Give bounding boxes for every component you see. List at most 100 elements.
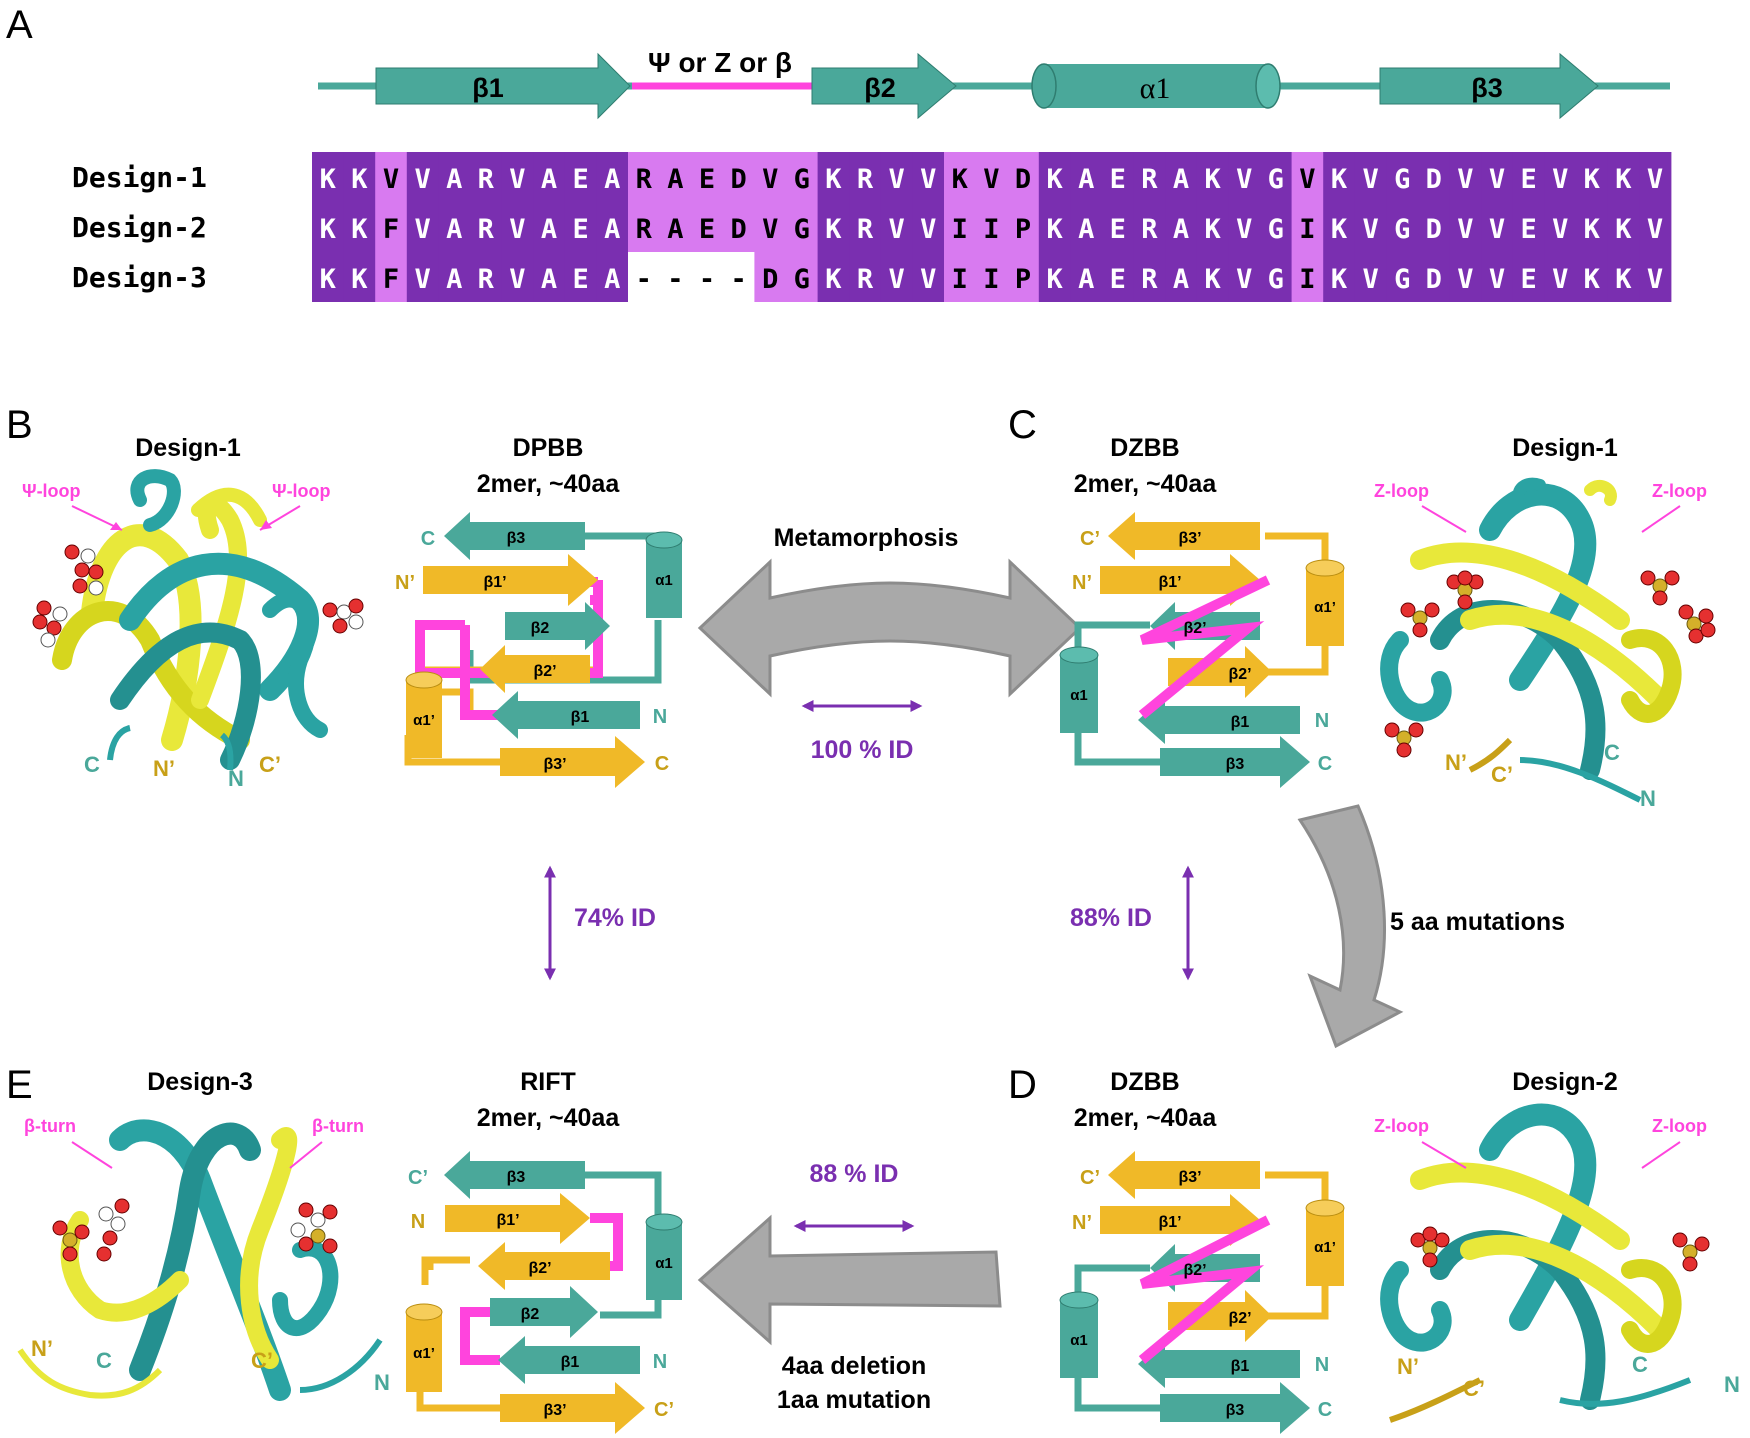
metamorphosis-arrow — [697, 558, 1083, 698]
alignment-cell — [533, 152, 566, 202]
alignment-residue: V — [1457, 164, 1473, 195]
alignment-cell — [1260, 152, 1293, 202]
topo-d-beta2pb — [1168, 1290, 1272, 1342]
alignment-cell — [1291, 252, 1324, 302]
alignment-residue: I — [983, 214, 999, 245]
alignment-cell — [1354, 152, 1387, 202]
alignment-cell — [628, 202, 661, 252]
alignment-cell — [944, 152, 977, 202]
design-title-b: Design-1 — [135, 434, 241, 462]
alignment-residue: K — [1584, 164, 1601, 195]
alignment-cell — [501, 202, 534, 252]
alignment-residue: K — [320, 214, 337, 245]
terminus-c-b: C — [84, 752, 100, 777]
topo-c-alpha1p — [1305, 559, 1345, 646]
alignment-cell — [1260, 252, 1293, 302]
alignment-residue: V — [1362, 264, 1378, 295]
alignment-residue: V — [1552, 214, 1568, 245]
topo-b-alpha1p-label: α1’ — [413, 712, 435, 729]
alignment-row-name: Design-2 — [72, 211, 207, 244]
alignment-residue: R — [478, 214, 495, 245]
terminus-n-e: N — [374, 1370, 390, 1395]
alignment-cell — [1165, 252, 1198, 302]
topology-title-e: RIFT — [520, 1068, 576, 1096]
topo-b-alpha1 — [645, 531, 683, 618]
alignment-cell — [1418, 252, 1451, 302]
alignment-residue: A — [446, 264, 462, 295]
alignment-residue: K — [1331, 214, 1348, 245]
alignment-cell — [817, 152, 850, 202]
alignment-residue: D — [1426, 214, 1442, 245]
alignment-residue: V — [1362, 164, 1378, 195]
psi-loop-label-left: Ψ-loop — [22, 481, 81, 501]
topo-c-beta3p — [1108, 512, 1260, 560]
alignment-cell — [849, 252, 882, 302]
z-loop-label-left-c: Z-loop — [1374, 481, 1429, 501]
topo-e-beta2p — [478, 1242, 610, 1290]
alignment-residue: E — [572, 214, 588, 245]
beta3-arrow — [1379, 52, 1599, 120]
topo-d-beta1 — [1138, 1340, 1300, 1388]
alignment-cell — [975, 152, 1008, 202]
alignment-residue: V — [888, 264, 904, 295]
alignment-residue: V — [1647, 164, 1663, 195]
alignment-residue: A — [1173, 214, 1189, 245]
topo-c-alpha1-label: α1 — [1070, 687, 1088, 704]
terminus-c-e: C — [96, 1348, 112, 1373]
alignment-cell — [438, 252, 471, 302]
topo-e-alpha1p-label: α1’ — [413, 1345, 435, 1362]
alignment-residue: V — [762, 214, 778, 245]
alignment-cell — [1070, 202, 1103, 252]
topo-e-cprime-top: C’ — [408, 1167, 428, 1189]
alignment-residue: E — [1110, 264, 1126, 295]
alignment-residue: P — [1015, 214, 1031, 245]
topo-d-zloop — [1138, 1215, 1271, 1364]
terminus-n-c: N — [1640, 786, 1656, 811]
alignment-cell — [1102, 152, 1135, 202]
alignment-residue: V — [762, 164, 778, 195]
topo-d-n: N — [1315, 1354, 1329, 1376]
alignment-residue: F — [383, 264, 399, 295]
topo-b-beta3p-label: β3’ — [543, 756, 566, 773]
alignment-residue: R — [857, 264, 874, 295]
topo-e-beta1-label: β1 — [561, 1354, 580, 1371]
alignment-cell — [880, 152, 913, 202]
alignment-cell — [849, 202, 882, 252]
alignment-residue: V — [1236, 214, 1252, 245]
alignment-cell — [470, 252, 503, 302]
alignment-cell — [501, 152, 534, 202]
z-loop-label-right-d: Z-loop — [1652, 1116, 1707, 1136]
alignment-cell — [1070, 252, 1103, 302]
alignment-residue: D — [1015, 164, 1031, 195]
alignment-residue: R — [636, 164, 653, 195]
alignment-cell — [786, 202, 819, 252]
alignment-cell — [438, 202, 471, 252]
alignment-cell — [1102, 252, 1135, 302]
structure-cartoon-d — [1380, 1103, 1710, 1423]
alignment-residue: V — [983, 164, 999, 195]
topo-b-beta2p-label: β2’ — [533, 663, 556, 680]
topo-b-beta3 — [444, 512, 585, 560]
sulfate-c-2 — [1400, 602, 1440, 638]
alignment-residue: G — [794, 264, 810, 295]
secondary-structure-bar: β1 β2 α1 β3 Ψ or Z or β — [318, 47, 1670, 120]
alignment-residue: P — [1015, 264, 1031, 295]
psi-loop-pointer-left-head — [110, 522, 122, 530]
topo-c-n: N — [1315, 710, 1329, 732]
alignment-residue: K — [952, 164, 969, 195]
topology-subtitle-e: 2mer, ~40aa — [477, 1104, 621, 1132]
alignment-cell — [1291, 152, 1324, 202]
topology-title-b: DPBB — [513, 434, 584, 462]
alignment-residue: V — [509, 214, 525, 245]
alignment-residue: - — [699, 264, 715, 295]
alignment-residue: A — [604, 214, 620, 245]
alignment-cell — [628, 252, 661, 302]
alignment-cell — [1007, 252, 1040, 302]
alignment-cell — [1354, 252, 1387, 302]
alignment-cell — [880, 252, 913, 302]
alignment-cell — [1133, 252, 1166, 302]
topo-b-beta1 — [492, 691, 640, 739]
alignment-residue: A — [446, 164, 462, 195]
